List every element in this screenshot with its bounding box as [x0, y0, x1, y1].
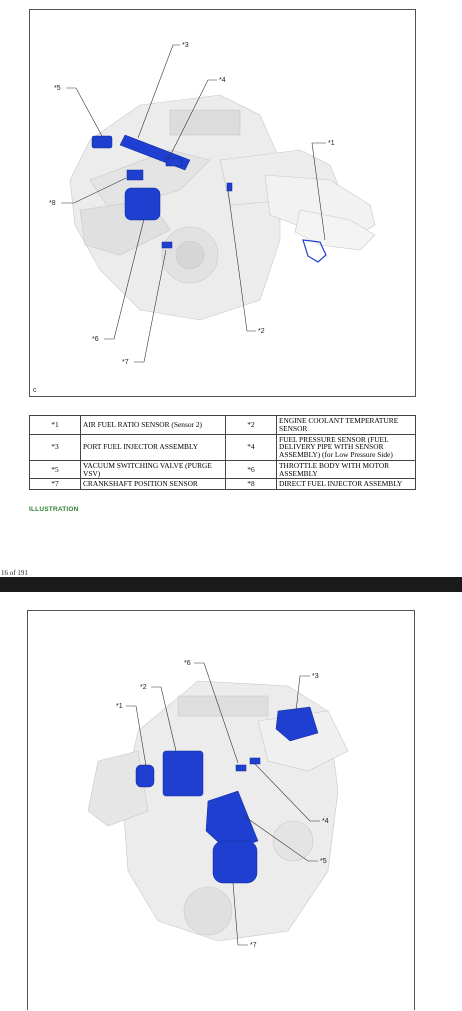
callout-4: *4: [322, 818, 329, 825]
component-legend-table: *1 AIR FUEL RATIO SENSOR (Sensor 2) *2 E…: [29, 415, 416, 491]
callout-5: *5: [54, 85, 61, 92]
illustration-link[interactable]: ILLUSTRATION: [29, 506, 79, 513]
callout-3: *3: [182, 42, 189, 49]
callout-2: *2: [258, 328, 265, 335]
callout-8: *8: [49, 200, 56, 207]
table-row: *1 AIR FUEL RATIO SENSOR (Sensor 2) *2 E…: [29, 415, 416, 435]
callout-4: *4: [219, 77, 226, 84]
legend-code: *4: [225, 433, 277, 461]
legend-code: *6: [225, 459, 277, 480]
legend-name: ENGINE COOLANT TEMPERATURE SENSOR: [276, 415, 416, 435]
purge-vsv-part: [91, 135, 113, 149]
callout-6: *6: [184, 660, 191, 667]
callout-5: *5: [320, 858, 327, 865]
callout-7: *7: [250, 942, 257, 949]
legend-name: FUEL PRESSURE SENSOR (FUEL DELIVERY PIPE…: [276, 433, 416, 461]
legend-code: *5: [29, 459, 81, 480]
sensor-part-2: [162, 750, 204, 797]
direct-fuel-injector-part: [126, 169, 144, 181]
legend-name: DIRECT FUEL INJECTOR ASSEMBLY: [276, 478, 416, 491]
legend-code: *1: [29, 415, 81, 435]
af-sensor-wire: [302, 239, 327, 263]
sensor-part-7: [212, 840, 258, 884]
sensor-part-3: [275, 706, 319, 742]
callout-3: *3: [312, 673, 319, 680]
engine-sensor-illustration: *5 *3 *4 *1 *8 *6 *7 *2 c: [29, 9, 416, 397]
page-divider-bar: [0, 577, 462, 592]
manual-page-top: *5 *3 *4 *1 *8 *6 *7 *2 c *1 AIR FUEL RA…: [1, 9, 416, 577]
throttle-body-part: [124, 187, 161, 221]
callout-6: *6: [92, 336, 99, 343]
sensor-part-1: [135, 764, 155, 788]
crankshaft-sensor-part: [161, 241, 173, 249]
legend-code: *3: [29, 433, 81, 461]
legend-name: THROTTLE BODY WITH MOTOR ASSEMBLY: [276, 459, 416, 480]
manual-page-bottom: *1 *2 *3 *6 *4 *5 *7: [0, 592, 462, 1010]
legend-code: *7: [29, 478, 81, 491]
table-row: *3 PORT FUEL INJECTOR ASSEMBLY *4 FUEL P…: [29, 433, 416, 461]
coolant-temp-sensor-part: [226, 182, 233, 192]
legend-code: *8: [225, 478, 277, 491]
callout-1: *1: [116, 703, 123, 710]
engine-sensor-illustration-2: *1 *2 *3 *6 *4 *5 *7: [27, 610, 415, 1010]
figure-code: c: [33, 387, 37, 394]
legend-name: AIR FUEL RATIO SENSOR (Sensor 2): [80, 415, 226, 435]
engine-diagram-2: *1 *2 *3 *6 *4 *5 *7: [87, 660, 349, 949]
page-counter: 16 of 191: [1, 569, 28, 577]
callout-7: *7: [122, 359, 129, 366]
legend-code: *2: [225, 415, 277, 435]
callout-1: *1: [328, 140, 335, 147]
callout-2: *2: [140, 684, 147, 691]
legend-name: PORT FUEL INJECTOR ASSEMBLY: [80, 433, 226, 461]
fuel-pressure-sensor-part: [165, 157, 183, 167]
table-row: *5 VACUUM SWITCHING VALVE (PURGE VSV) *6…: [29, 459, 416, 480]
table-row: *7 CRANKSHAFT POSITION SENSOR *8 DIRECT …: [29, 478, 416, 491]
engine-diagram-1: *5 *3 *4 *1 *8 *6 *7 *2: [49, 42, 376, 366]
sensor-part-4: [235, 764, 247, 772]
legend-name: CRANKSHAFT POSITION SENSOR: [80, 478, 226, 491]
sensor-part-6: [249, 757, 261, 765]
legend-name: VACUUM SWITCHING VALVE (PURGE VSV): [80, 459, 226, 480]
